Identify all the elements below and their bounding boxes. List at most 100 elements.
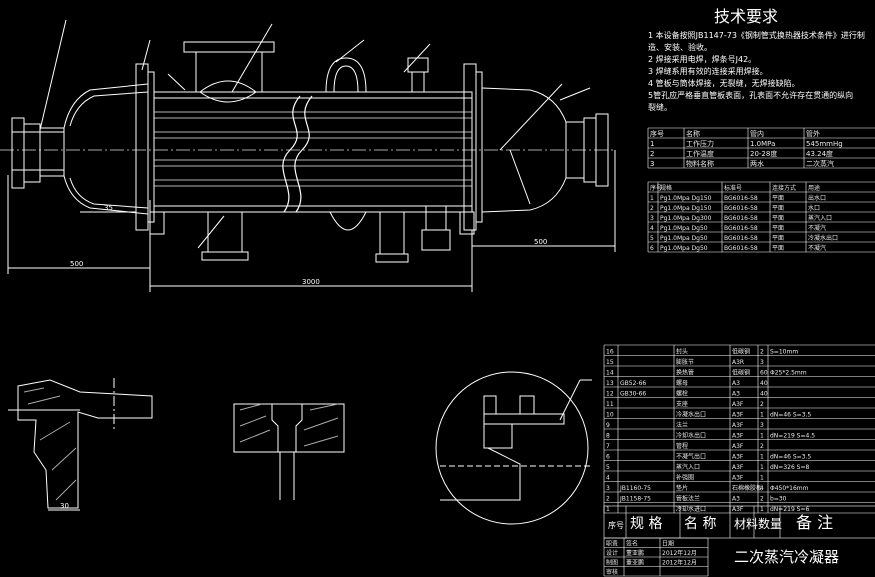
nozzle-table-cell: 标准号	[724, 184, 742, 192]
spec-table-cell: 43.24度	[806, 149, 833, 158]
sign-row-cell: 日期	[662, 540, 674, 548]
spec-table-cell: 3	[650, 160, 654, 168]
bom-row-cell: JB1158-75	[619, 496, 651, 503]
bom-row-cell: 垫片	[676, 484, 688, 492]
nozzle-table-cell: 4	[650, 225, 654, 232]
tech-req-line: 2 焊接采用电焊，焊条号J42。	[648, 54, 756, 64]
bom-row-cell: 7	[606, 443, 610, 450]
bom-footer-spec: 规 格	[630, 516, 662, 532]
bom-row-cell: 40	[760, 380, 768, 387]
nozzle-table-cell: 1	[650, 195, 654, 202]
bom-row-cell: 4	[606, 475, 610, 482]
bom-row-cell: 10	[606, 412, 614, 419]
bom-row-cell: Φ25*2.5mm	[770, 370, 807, 377]
nozzle-table-cell: BG6016-58	[724, 215, 758, 222]
sign-row-cell: 制图	[606, 559, 618, 567]
nozzle-table-cell: 平面	[772, 195, 784, 202]
left-flange	[11, 117, 25, 189]
bom-row-cell: 40	[760, 391, 768, 398]
nozzle-table-cell: 连接方式	[772, 184, 796, 192]
bom-row-cell: 8	[606, 433, 610, 440]
bom-row-cell: 1	[760, 464, 764, 471]
bom-row-cell: 2	[760, 349, 764, 356]
bom-row-cell: dN=46 S=3.5	[770, 412, 811, 419]
bom-row-cell: 2	[760, 401, 764, 408]
nozzle-table-cell: 平面	[772, 205, 784, 212]
nozzle-table-cell: BG6016-58	[724, 245, 758, 252]
bom-row-cell: dN=326 S=8	[770, 464, 810, 471]
bom-row-cell: A3F	[732, 422, 744, 429]
bom-row-cell: 补强圈	[676, 474, 694, 482]
bom-row-cell: GB30-66	[620, 391, 646, 398]
bom-row-cell: 3	[760, 359, 764, 366]
sign-row-cell: 2012年12月	[662, 549, 697, 557]
nozzle-table-cell: BG6016-58	[724, 225, 758, 232]
nozzle-table-cell: 平面	[772, 235, 784, 242]
nozzle-table-cell: 6	[650, 245, 654, 252]
dim-small-a: 35	[104, 204, 113, 212]
tech-req-line: 4 管板与筒体焊接，无裂缝，无焊接缺陷。	[648, 78, 800, 88]
nozzle-table-cell: 蒸汽入口	[808, 214, 832, 222]
bom-row-cell: 法兰	[676, 421, 688, 429]
bom-footer-remark: 备 注	[796, 513, 833, 532]
bom-row-cell: 14	[606, 370, 614, 377]
bom-row-cell: A3F	[732, 443, 744, 450]
tech-req-heading: 技术要求	[714, 7, 778, 26]
shell	[153, 91, 473, 213]
sign-row-cell: 2012年12月	[662, 559, 697, 567]
nozzle-table-cell: Pg1.0Mpa Dg300	[660, 215, 712, 222]
bom-row-cell: 1	[760, 506, 764, 513]
bom-row-cell: A3R	[732, 359, 744, 366]
sign-row-cell: 职责	[606, 540, 618, 548]
spec-table-cell: 二次蒸汽	[806, 159, 834, 168]
bom-row-cell: 60	[760, 370, 768, 377]
bom-row-cell: JB1160-75	[619, 485, 651, 492]
sign-row-cell: 设计	[606, 549, 618, 557]
bom-row-cell: 膨胀节	[676, 358, 694, 366]
spec-table-cell: 1.0MPa	[750, 140, 775, 148]
spec-table-cell: 管内	[750, 129, 764, 138]
bom-row-cell: 封头	[676, 348, 688, 356]
sign-row-cell: 董亚鹏	[626, 549, 644, 557]
spec-table-cell: 管外	[806, 129, 820, 138]
spec-table-cell: 1	[650, 140, 654, 148]
bom-row-cell: 3	[760, 422, 764, 429]
bom-row-cell: A3F	[732, 412, 744, 419]
bom-row-cell: A3	[732, 391, 740, 398]
bom-row-cell: 16	[606, 349, 614, 356]
nozzle-table-cell: 5	[650, 235, 654, 242]
bom-row-cell: 管程	[676, 442, 688, 450]
bom-row-cell: GB52-66	[620, 380, 646, 387]
bom-row-cell: A3F	[732, 454, 744, 461]
bom-row-cell: dN=219 S=4.5	[770, 433, 815, 440]
spec-table-cell: 名称	[686, 129, 700, 138]
right-head	[481, 87, 567, 123]
spec-table-cell: 两水	[750, 159, 764, 168]
bom-row-cell: 2	[760, 443, 764, 450]
bom-row-cell: 冷却水出口	[676, 432, 706, 440]
nozzle-table-cell: BG6016-58	[724, 205, 758, 212]
tech-req-line: 3 焊缝系用有效的连接采用焊接。	[648, 66, 768, 76]
bom-row-cell: 5	[606, 464, 610, 471]
bom-row-cell: b=30	[770, 496, 787, 503]
sign-row-cell: 董亚鹏	[626, 559, 644, 567]
bom-row-cell: A3F	[732, 433, 744, 440]
bom-row-cell: 3	[606, 485, 610, 492]
tech-req-line: 造、安装、验收。	[648, 42, 712, 52]
bom-row-cell: 9	[606, 422, 610, 429]
tube-bundle	[154, 111, 472, 187]
detail-view-circle	[435, 371, 592, 525]
detail-view-tube-joint	[233, 403, 345, 500]
nozzle-table-cell: 平面	[772, 215, 784, 222]
sign-row-cell: 签名	[626, 540, 638, 548]
detail-view-flange	[8, 378, 153, 511]
bom-row-cell: dN=46 S=3.5	[770, 454, 811, 461]
bom-row-cell: 蒸汽入口	[676, 463, 700, 471]
spec-table-cell: 工作压力	[686, 139, 714, 148]
bom-row-cell: S=10mm	[770, 349, 798, 356]
